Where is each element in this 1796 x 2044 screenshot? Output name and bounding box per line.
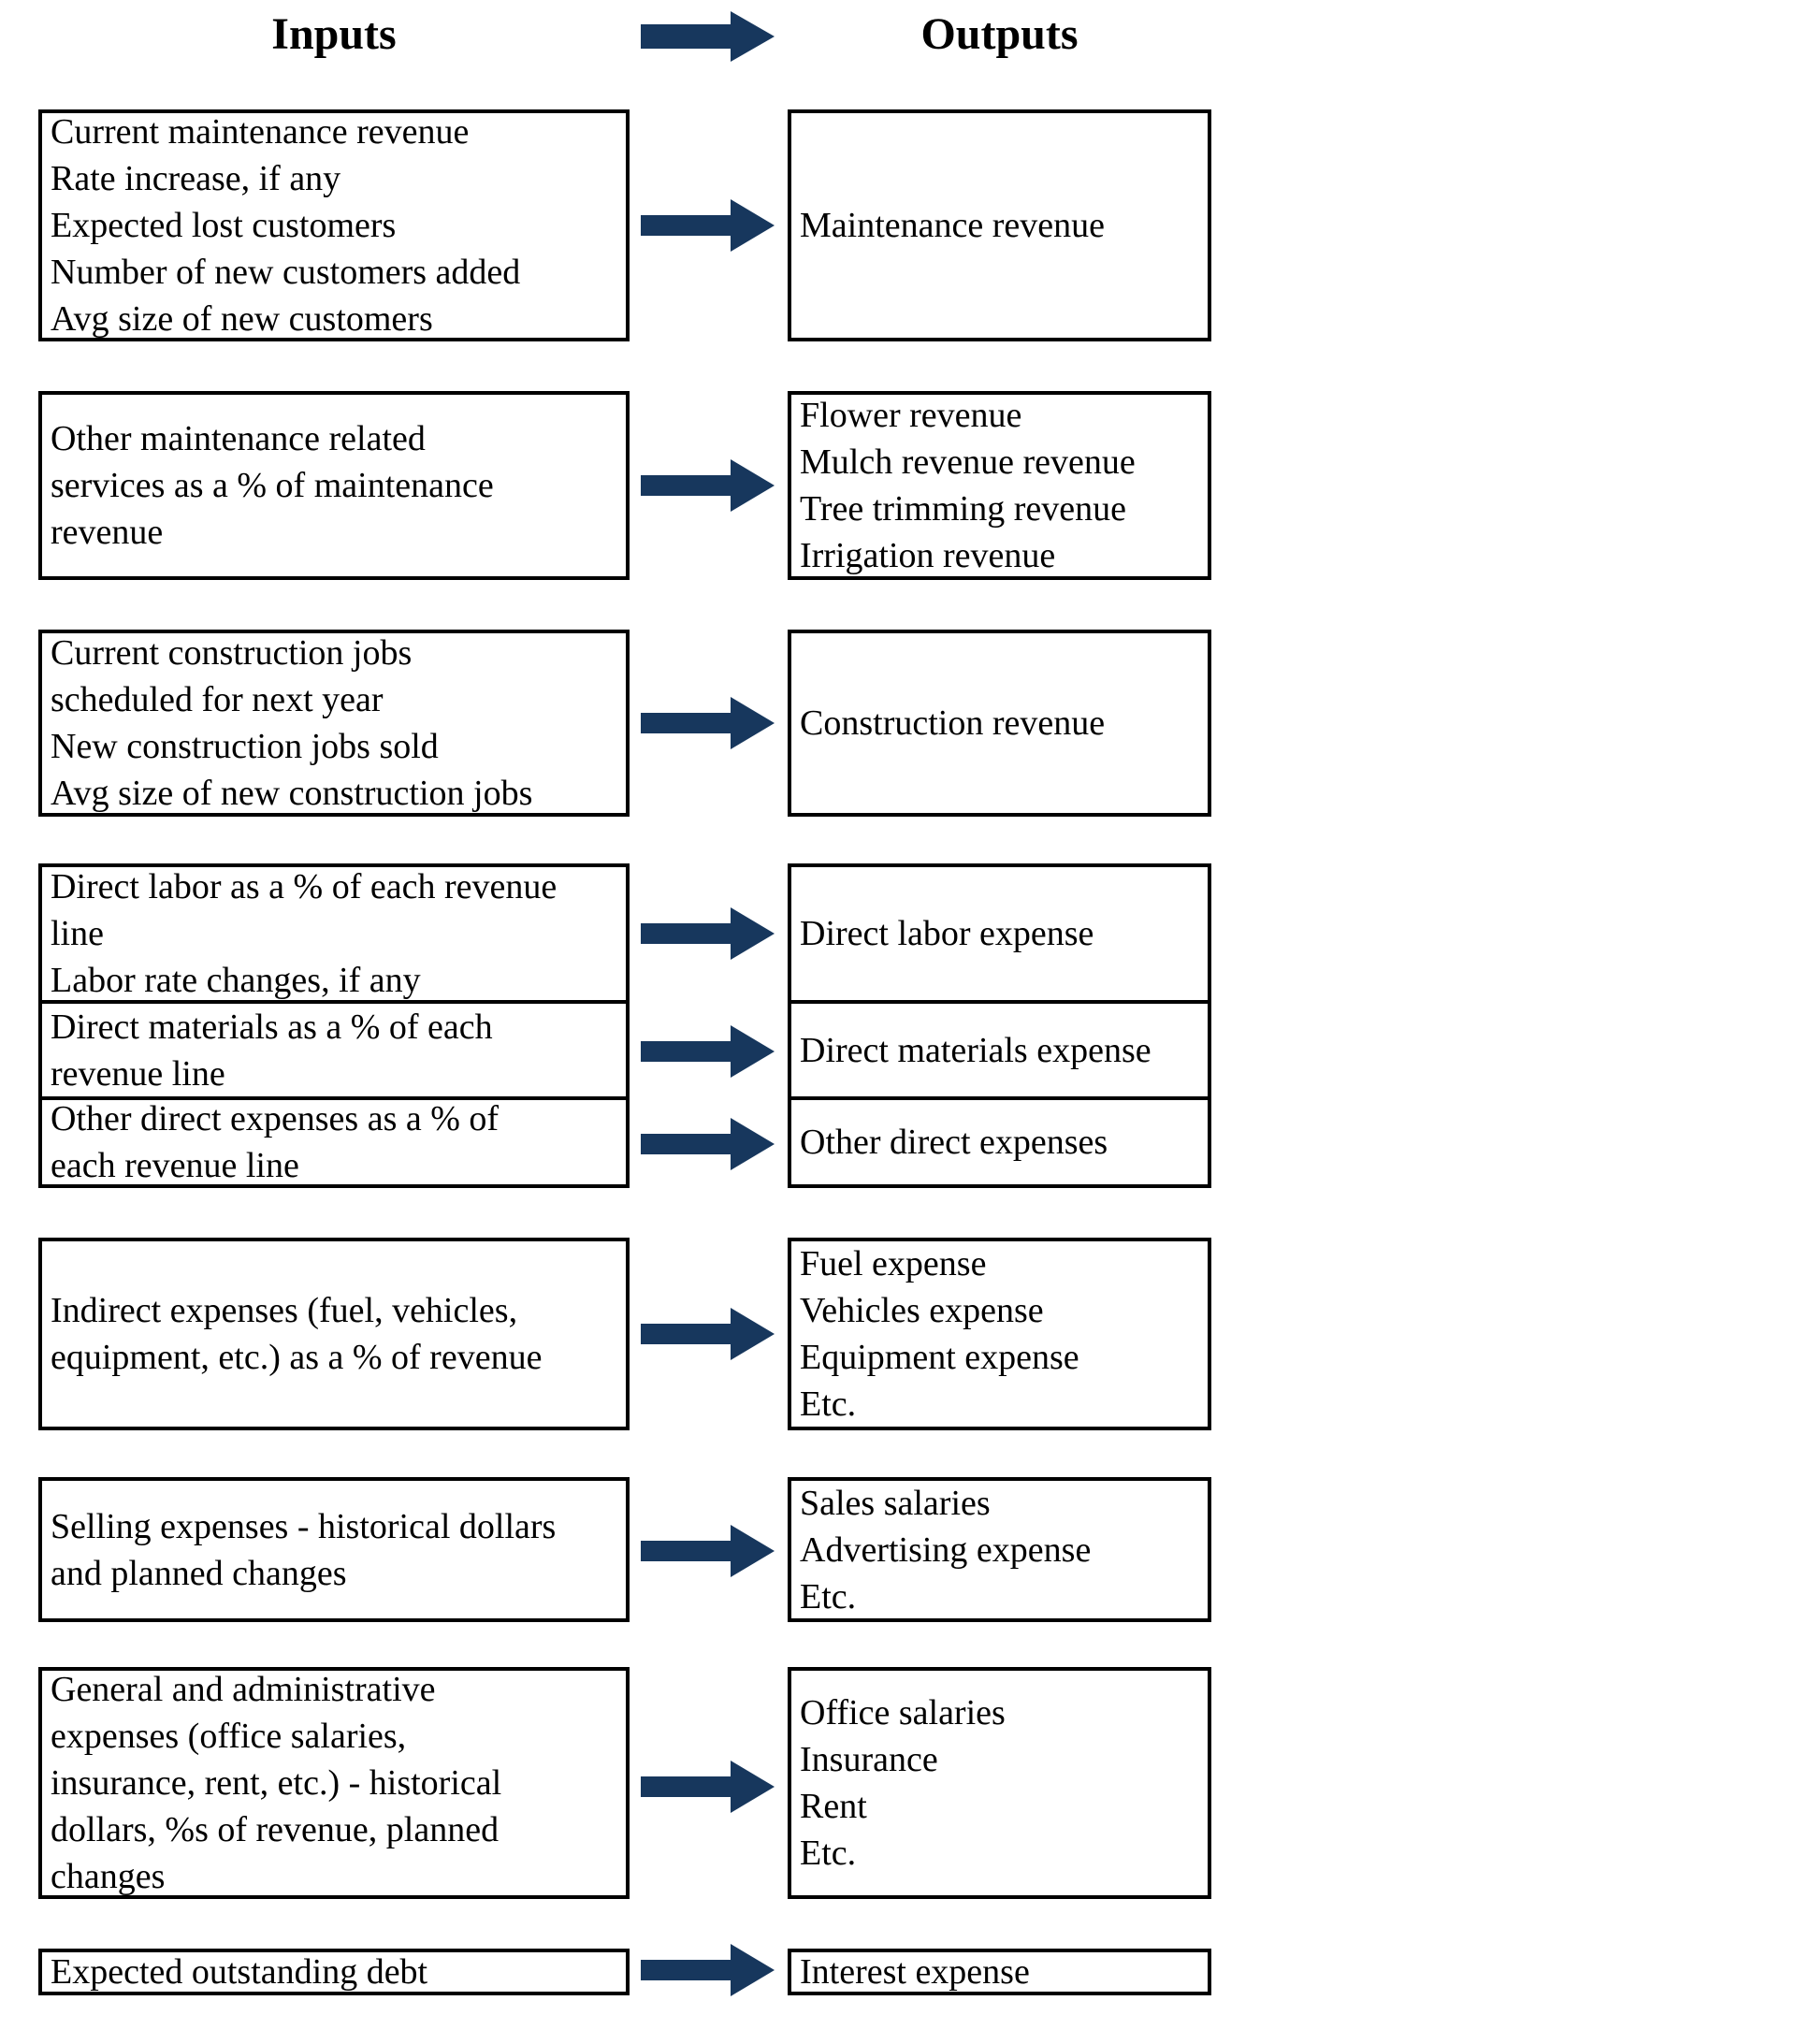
output-box-direct-materials: Direct materials expense <box>788 1004 1211 1100</box>
input-box-general-admin: General and administrative expenses (off… <box>38 1667 630 1899</box>
output-box-debt: Interest expense <box>788 1949 1211 1995</box>
output-box-maintenance: Maintenance revenue <box>788 109 1211 341</box>
flow-arrow-icon <box>641 1761 775 1813</box>
output-box-other-maintenance: Flower revenue Mulch revenue revenue Tre… <box>788 391 1211 580</box>
flow-arrow-icon <box>641 459 775 512</box>
output-box-other-direct: Other direct expenses <box>788 1100 1211 1188</box>
output-box-direct-labor: Direct labor expense <box>788 863 1211 1004</box>
input-box-debt: Expected outstanding debt <box>38 1949 630 1995</box>
input-box-indirect: Indirect expenses (fuel, vehicles, equip… <box>38 1238 630 1430</box>
output-box-construction: Construction revenue <box>788 630 1211 817</box>
output-box-indirect: Fuel expense Vehicles expense Equipment … <box>788 1238 1211 1430</box>
input-box-maintenance: Current maintenance revenue Rate increas… <box>38 109 630 341</box>
flow-arrow-icon <box>641 1944 775 1996</box>
input-box-other-maintenance: Other maintenance related services as a … <box>38 391 630 580</box>
flow-arrow-icon <box>641 1118 775 1170</box>
flow-arrow-icon <box>641 1025 775 1078</box>
flow-arrow-icon <box>641 1525 775 1577</box>
input-box-direct-labor: Direct labor as a % of each revenue line… <box>38 863 630 1004</box>
flow-arrow-icon <box>641 697 775 749</box>
input-box-direct-materials: Direct materials as a % of each revenue … <box>38 1004 630 1100</box>
inputs-heading: Inputs <box>271 9 397 59</box>
output-box-selling: Sales salaries Advertising expense Etc. <box>788 1477 1211 1622</box>
output-box-general-admin: Office salaries Insurance Rent Etc. <box>788 1667 1211 1899</box>
input-box-construction: Current construction jobs scheduled for … <box>38 630 630 817</box>
input-box-other-direct: Other direct expenses as a % of each rev… <box>38 1099 630 1188</box>
flow-arrow-icon <box>641 199 775 252</box>
flow-arrow-icon <box>641 1308 775 1360</box>
outputs-heading: Outputs <box>920 9 1079 59</box>
flow-arrow-icon <box>641 907 775 960</box>
header-flow-arrow-icon <box>641 11 775 62</box>
input-box-selling: Selling expenses - historical dollars an… <box>38 1477 630 1622</box>
